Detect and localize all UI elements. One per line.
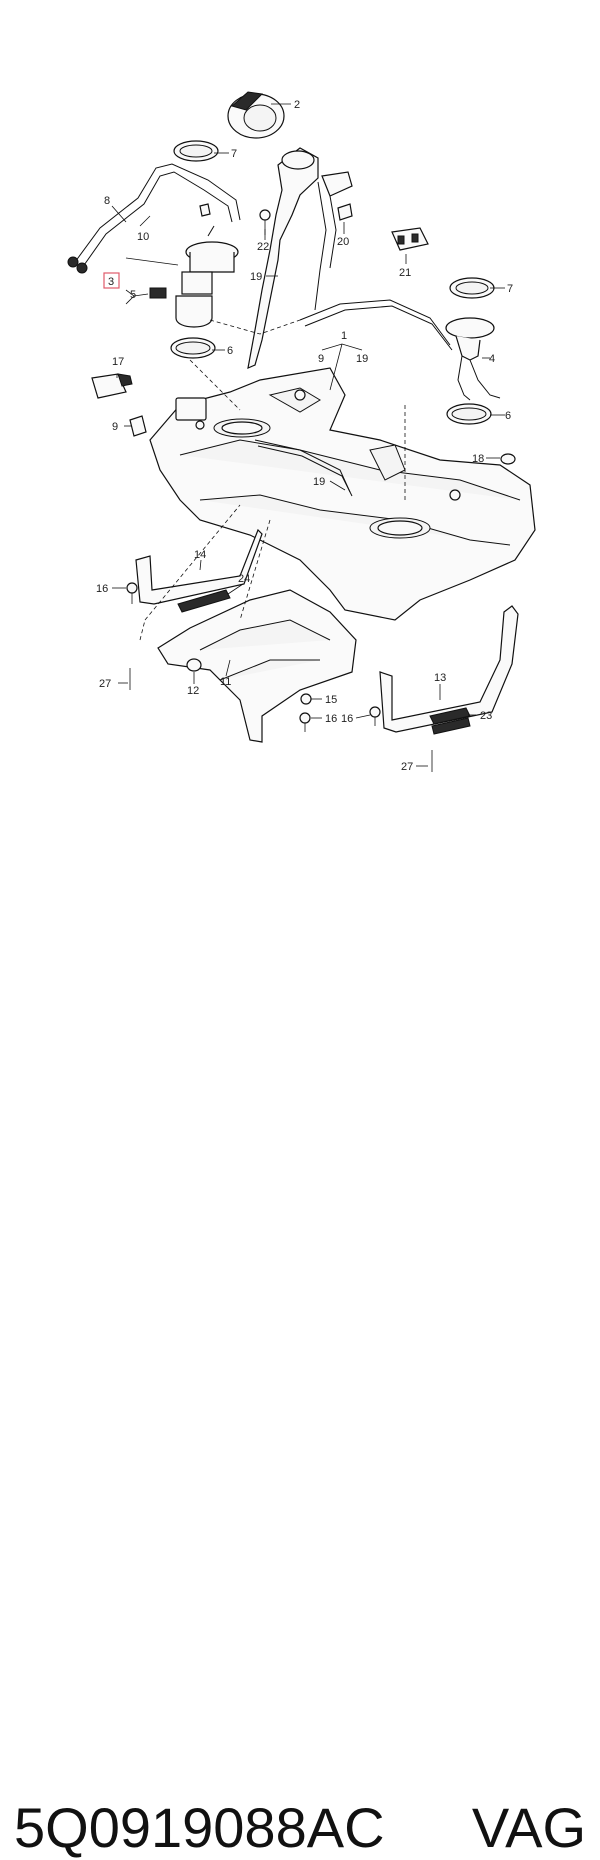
callout-6a: 6 — [227, 345, 233, 357]
callout-27a: 27 — [99, 678, 111, 690]
filler-flange — [227, 91, 285, 139]
fuel-tank-exploded-diagram: 1 2 3 4 5 6 6 7 7 8 9 9 10 11 12 13 14 1… — [67, 91, 536, 773]
grommet-18 — [500, 453, 516, 465]
fuel-lines-8-10 — [67, 163, 241, 274]
callout-8: 8 — [104, 195, 110, 207]
leader-lines — [111, 103, 505, 767]
fuel-pump-module-left — [149, 225, 239, 328]
lock-ring-6-right — [446, 403, 492, 425]
fuel-tank — [149, 367, 536, 621]
callout-19a: 19 — [250, 271, 262, 283]
callout-3: 3 — [108, 276, 114, 288]
callout-4: 4 — [489, 353, 495, 365]
callout-21: 21 — [399, 267, 411, 279]
seal-ring-7-right — [449, 277, 495, 299]
strap-14 — [135, 528, 263, 605]
clip-20 — [337, 203, 353, 221]
callout-17: 17 — [112, 356, 124, 368]
callout-15: 15 — [325, 694, 337, 706]
lock-ring-6-left — [170, 337, 216, 359]
callout-labels: 1 2 3 4 5 6 6 7 7 8 9 9 10 11 12 13 14 1… — [96, 99, 513, 773]
callout-18: 18 — [472, 453, 484, 465]
pad-24 — [177, 589, 231, 613]
callout-10: 10 — [137, 231, 149, 243]
sender-unit-4 — [445, 317, 501, 401]
bracket-17 — [91, 373, 133, 399]
screws-16-27 — [126, 582, 433, 772]
callout-22: 22 — [257, 241, 269, 253]
callout-23: 23 — [480, 710, 492, 722]
callout-6b: 6 — [505, 410, 511, 422]
heat-shield-11 — [157, 589, 357, 743]
callout-24: 24 — [238, 573, 250, 585]
callout-19b: 19 — [356, 353, 368, 365]
brand-label: VAG — [471, 1796, 586, 1859]
caption-bar: 5Q0919088AC VAG — [0, 895, 600, 1859]
seal-ring-7-left — [173, 140, 219, 162]
highlight-box-3 — [103, 272, 120, 289]
callout-5: 5 — [130, 289, 136, 301]
callout-16c: 16 — [341, 713, 353, 725]
callout-19c: 19 — [313, 476, 325, 488]
callout-7a: 7 — [231, 148, 237, 160]
clip-21 — [391, 227, 429, 251]
callout-12: 12 — [187, 685, 199, 697]
callout-11: 11 — [220, 676, 231, 688]
callout-13: 13 — [434, 672, 446, 684]
callout-9b: 9 — [112, 421, 118, 433]
callout-1: 1 — [341, 330, 347, 342]
screw-22 — [259, 209, 271, 235]
clip-9 — [129, 415, 147, 437]
fuel-lines-tank — [254, 299, 453, 497]
callout-20: 20 — [337, 236, 349, 248]
strap-13 — [379, 605, 519, 733]
callout-14: 14 — [194, 549, 206, 561]
filler-neck — [247, 147, 353, 369]
nut-12 — [186, 658, 202, 672]
part-number-label: 5Q0919088AC — [14, 1796, 385, 1859]
callout-7b: 7 — [507, 283, 513, 295]
callout-9a: 9 — [318, 353, 324, 365]
callout-16b: 16 — [325, 713, 337, 725]
callout-2: 2 — [294, 99, 300, 111]
assembly-lines — [139, 319, 406, 641]
callout-27b: 27 — [401, 761, 413, 773]
callout-16a: 16 — [96, 583, 108, 595]
pad-23 — [429, 707, 471, 735]
